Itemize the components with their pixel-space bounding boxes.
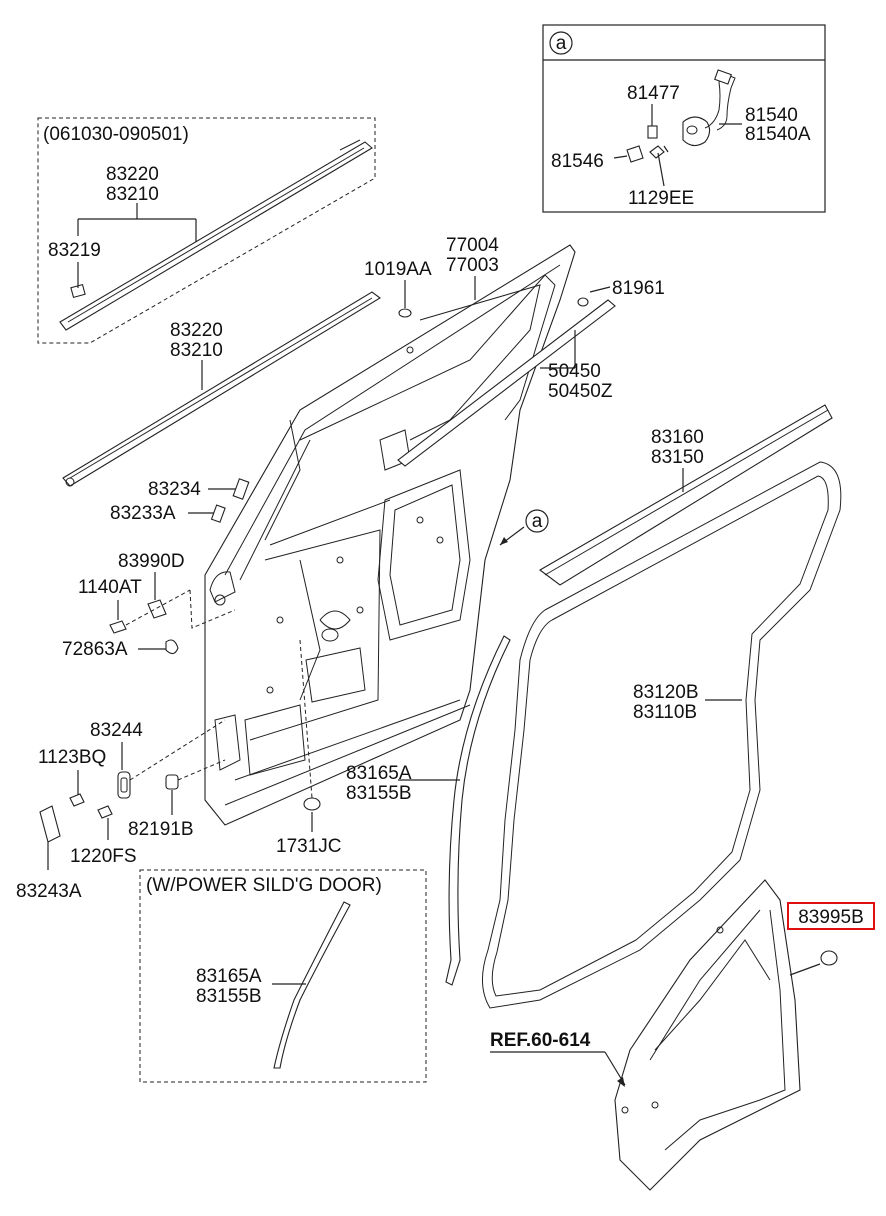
label-83165A: 83165A [346,763,412,784]
label-1140AT: 1140AT [78,577,142,598]
label-83219: 83219 [48,240,101,261]
label-81546: 81546 [551,151,604,172]
date-range-variant-box: (061030-090501) 83220 83210 83219 [37,117,376,344]
power-door-variant-box: (W/POWER SILD'G DOOR) 83165A 83155B [139,869,427,1083]
variant-power-door-label: (W/POWER SILD'G DOOR) [146,875,382,896]
label-83150: 83150 [651,447,704,468]
body-side-pillar [614,879,801,1191]
label-83990D: 83990D [118,551,185,572]
label-83243A: 83243A [16,881,82,902]
callout-a-circle [525,509,549,533]
bracket-81546 [613,145,644,163]
striker-83244 [117,771,131,799]
label-77003: 77003 [446,255,499,276]
label-82191B: 82191B [128,819,194,840]
label-50450Z: 50450Z [548,381,613,402]
edge-weatherstrip-83165A [398,635,511,986]
rail-50450 [397,299,616,467]
stopper-83233A [188,504,226,523]
label-83234: 83234 [148,479,201,500]
label-81961: 81961 [612,278,665,299]
label-81540: 81540 [745,105,798,126]
label-83995B: 83995B [798,907,864,928]
stopper-83234 [208,478,250,500]
stopper-82191B [165,759,226,815]
clip-83219 [70,283,86,299]
detail-a-marker: a [556,33,567,54]
label-83110B: 83110B [633,702,697,723]
rail-cover-83160 [539,404,833,586]
label-1220FS: 1220FS [70,846,137,867]
power-door-sensor-part [682,69,742,147]
bracket-83990D [147,599,167,619]
callout-a-marker: a [532,511,543,532]
glass-run-channel-upper-variant [59,139,373,331]
detail-a-box: a 81477 81540 81540A 81546 1129EE [542,24,826,213]
label-81477: 81477 [627,83,680,104]
reference-label: REF.60-614 [490,1030,591,1051]
plate-83243A [39,805,61,870]
plug-1731JC [299,639,321,832]
bumper-72863A [138,639,179,655]
edge-weatherstrip-power-variant [272,901,351,1069]
screw-81477 [647,104,658,139]
label-83120B: 83120B [633,682,699,703]
label-83165A-power: 83165A [196,966,262,987]
sliding-door-panel [204,244,576,826]
label-77004: 77004 [446,235,499,256]
label-1129EE: 1129EE [628,188,694,209]
label-83220: 83220 [170,320,223,341]
bolt-1129EE [649,145,669,187]
bolt-1123BQ [69,770,85,807]
label-83233A: 83233A [110,503,176,524]
bolt-1019AA [398,280,412,318]
label-83160: 83160 [651,427,704,448]
label-83155B-power: 83155B [196,986,262,1007]
label-83210-variant: 83210 [106,184,159,205]
plug-83995B [789,950,838,976]
detail-a-marker-circle [549,31,573,55]
label-50450: 50450 [548,361,601,382]
label-83244: 83244 [90,720,143,741]
label-81540A: 81540A [745,124,811,145]
label-1123BQ: 1123BQ [38,747,106,768]
label-83210: 83210 [170,340,223,361]
variant-date-range-label: (061030-090501) [43,124,189,145]
label-83155B: 83155B [346,783,412,804]
highlight-box-83995B [787,902,875,930]
glass-run-channel [62,291,381,487]
door-weatherstrip [482,461,842,1009]
clip-81961 [577,286,611,307]
screw-1140AT [109,589,191,634]
label-1731JC: 1731JC [276,836,342,857]
bolt-1220FS [97,805,113,840]
label-72863A: 72863A [62,639,128,660]
label-1019AA: 1019AA [364,259,432,280]
label-83220-variant: 83220 [106,164,159,185]
